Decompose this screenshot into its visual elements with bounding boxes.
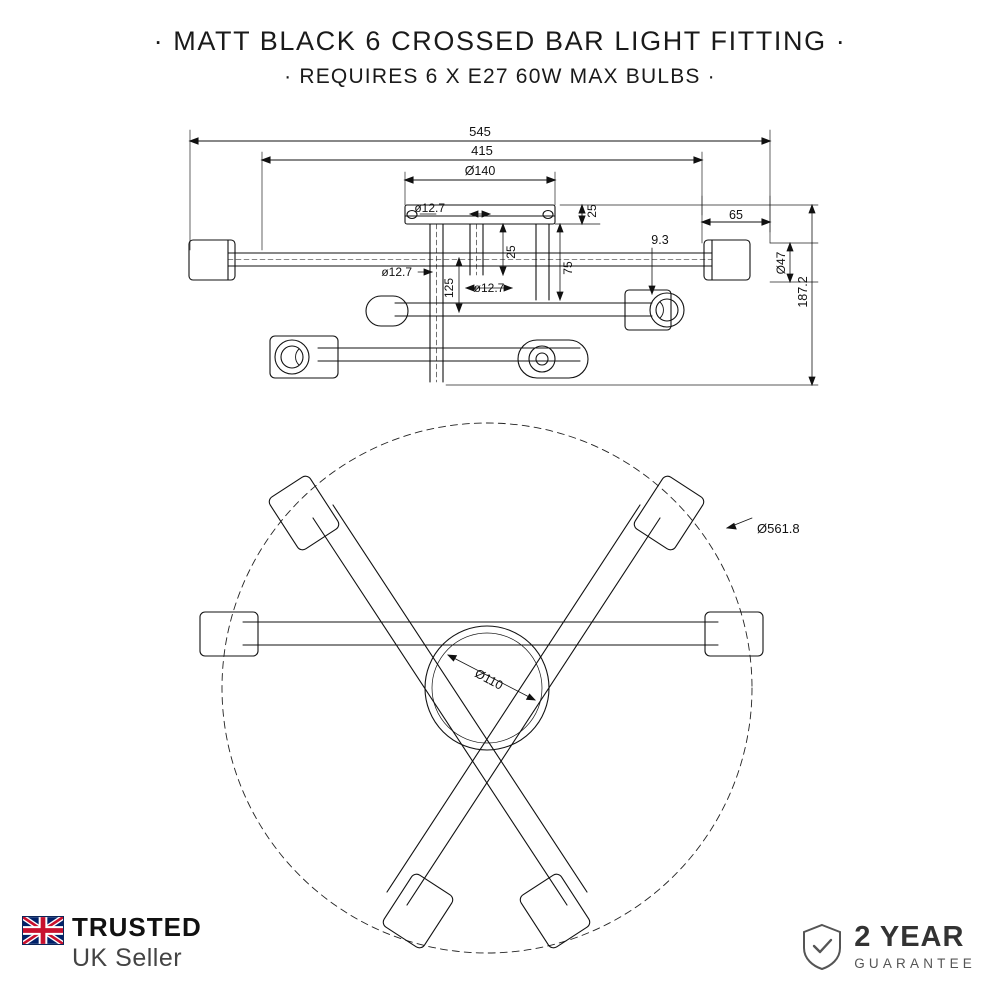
dim-65 <box>700 218 772 226</box>
dim-label-187-2: 187.2 <box>796 276 810 307</box>
dim-dia127-top <box>419 210 492 218</box>
dim-label-125: 125 <box>442 278 456 298</box>
dim-label-dia110: Ø110 <box>472 666 505 692</box>
dim-dia110 <box>447 654 536 701</box>
dim-125 <box>455 256 463 314</box>
dim-label-415: 415 <box>471 143 493 158</box>
dim-label-rod-left: ø12.7 <box>381 265 412 279</box>
dim-label-plate-height: 25 <box>585 204 599 218</box>
page-subtitle: · REQUIRES 6 X E27 60W MAX BULBS · <box>284 65 716 88</box>
centre-rods <box>429 223 550 301</box>
shield-check-icon <box>803 923 842 971</box>
dim-415 <box>260 156 704 164</box>
guarantee-badge: 2 YEAR GUARANTEE <box>800 912 976 982</box>
uk-seller-label: UK Seller <box>72 944 183 972</box>
dim-label-dia47: Ø47 <box>774 251 788 274</box>
dim-25-rod <box>499 222 507 277</box>
dim-label-end-cap: 65 <box>729 208 743 222</box>
dim-25-plate <box>554 203 601 226</box>
guarantee-years: 2 YEAR <box>854 921 965 953</box>
dim-dia127-left <box>417 268 434 276</box>
dim-label-drop-25: 25 <box>504 245 518 259</box>
plan-arms <box>199 475 764 949</box>
centre-hub <box>424 625 550 751</box>
dim-label-545: 545 <box>469 124 491 139</box>
lamp-holders-elevation <box>188 239 751 379</box>
dim-dia127-mid <box>464 284 514 292</box>
dim-dia140 <box>403 176 557 184</box>
dim-label-rod-top: ø12.7 <box>414 201 445 215</box>
uk-flag-icon <box>22 916 64 945</box>
dim-label-drop-75: 75 <box>561 261 575 275</box>
page-title: · MATT BLACK 6 CROSSED BAR LIGHT FITTING… <box>153 26 847 56</box>
dim-label-dia561-8: Ø561.8 <box>757 521 800 536</box>
outer-swing-circle <box>221 422 753 954</box>
guarantee-label: GUARANTEE <box>854 956 976 971</box>
dim-label-dia140: Ø140 <box>465 164 496 178</box>
ceiling-plate <box>404 204 556 225</box>
dim-dia561-8 <box>725 517 753 530</box>
dim-545 <box>188 137 772 145</box>
header: · MATT BLACK 6 CROSSED BAR LIGHT FITTING… <box>0 26 1000 89</box>
trusted-label: TRUSTED <box>72 912 202 942</box>
dim-187-2 <box>808 203 816 387</box>
dim-9-3 <box>648 247 656 296</box>
trusted-uk-seller-badge: TRUSTED UK Seller <box>22 912 282 982</box>
dim-75 <box>556 222 564 302</box>
dim-dia47 <box>786 241 794 284</box>
dim-label-rod-mid: ø12.7 <box>474 281 505 295</box>
dim-label-9-3: 9.3 <box>651 233 668 247</box>
